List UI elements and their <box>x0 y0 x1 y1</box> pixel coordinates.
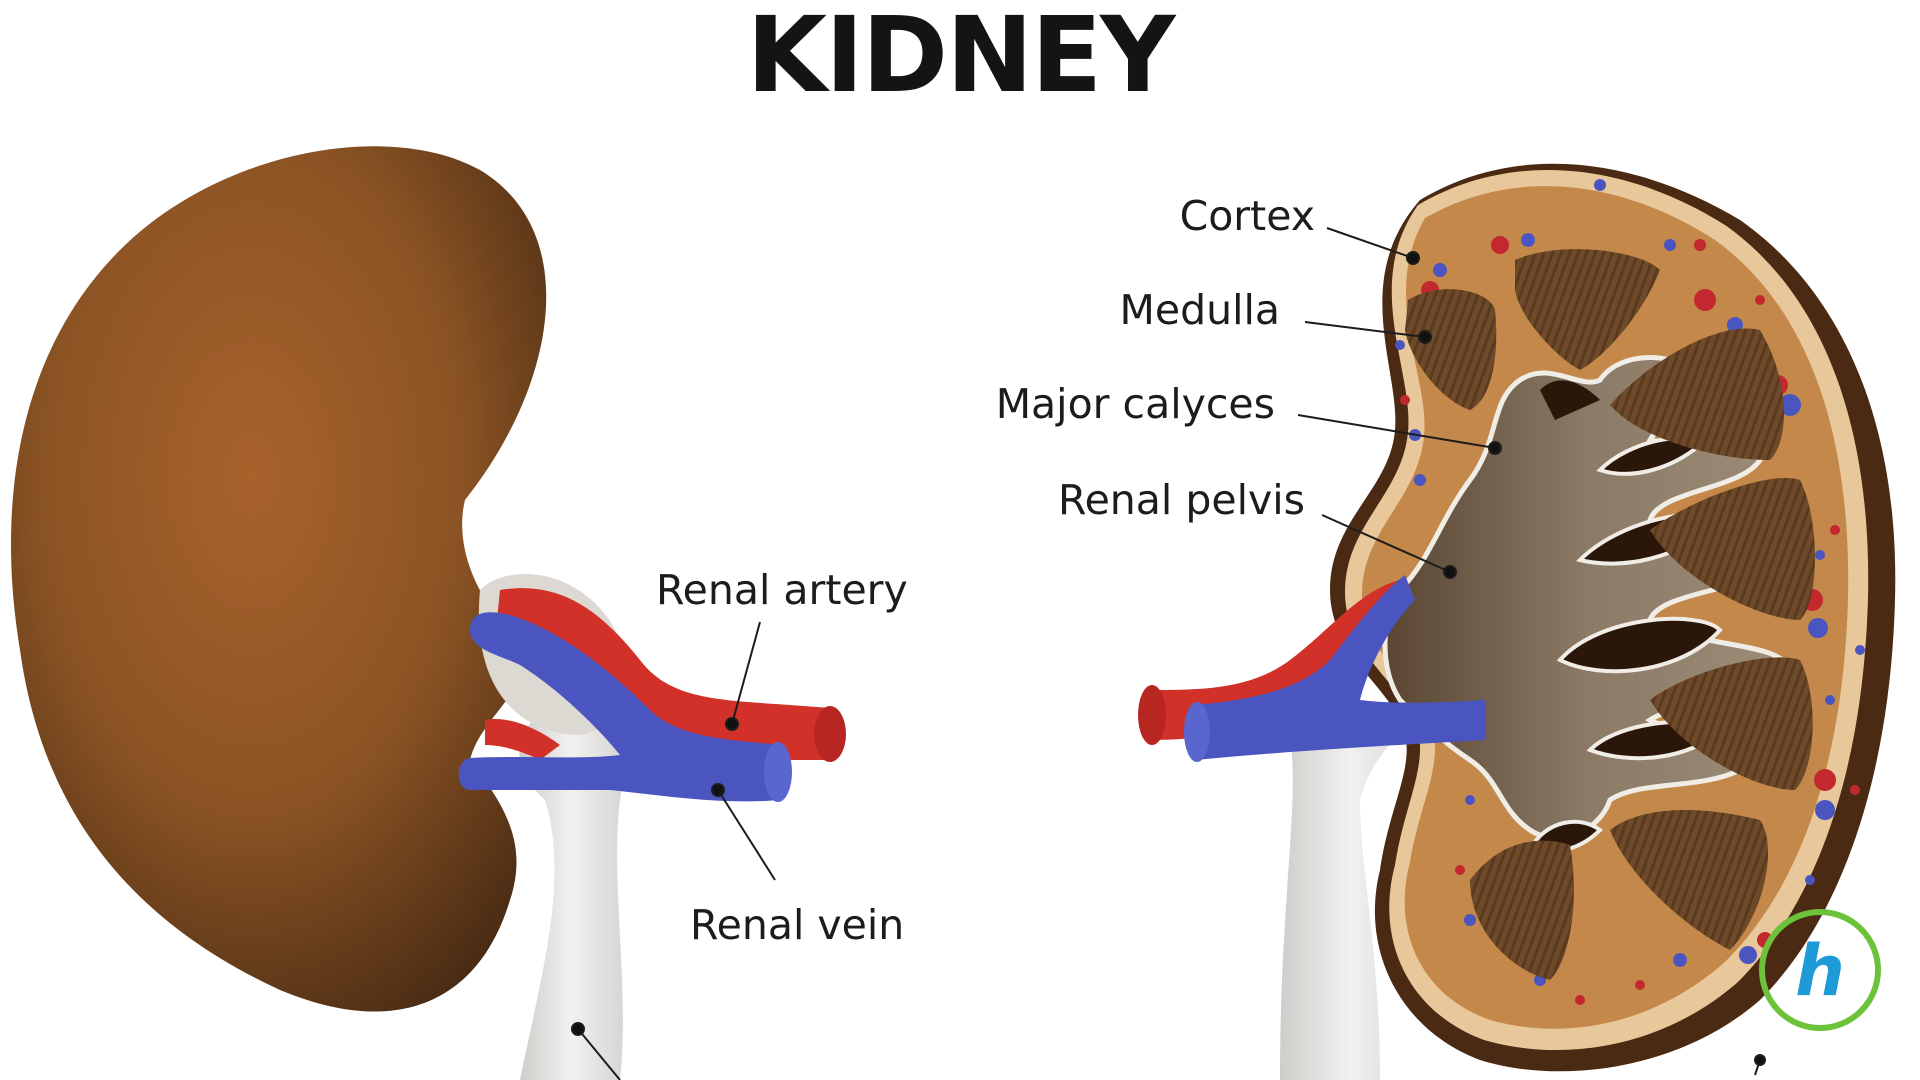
right-renal-artery <box>1138 580 1405 745</box>
left-renal-vein <box>458 612 792 802</box>
right-renal-vein <box>1184 575 1485 762</box>
renal-pelvis-area <box>1382 355 1793 854</box>
label-major-calyces: Major calyces <box>995 380 1275 428</box>
leader-lines <box>571 227 1766 1080</box>
label-renal-artery: Renal artery <box>656 566 908 614</box>
right-ureter <box>1280 720 1420 1080</box>
svg-text:h: h <box>1795 930 1845 1012</box>
label-medulla: Medulla <box>1119 286 1280 334</box>
medulla-pyramids <box>1405 249 1815 980</box>
label-renal-vein: Renal vein <box>690 901 905 949</box>
label-cortex: Cortex <box>1179 192 1315 240</box>
watermark-logo-icon: h <box>1759 909 1881 1031</box>
page-title: KIDNEY <box>746 0 1175 116</box>
kidney-exterior <box>10 146 547 1012</box>
label-renal-pelvis: Renal pelvis <box>1057 476 1305 524</box>
kidney-cross-section <box>1330 163 1896 1072</box>
left-renal-artery <box>485 588 846 762</box>
